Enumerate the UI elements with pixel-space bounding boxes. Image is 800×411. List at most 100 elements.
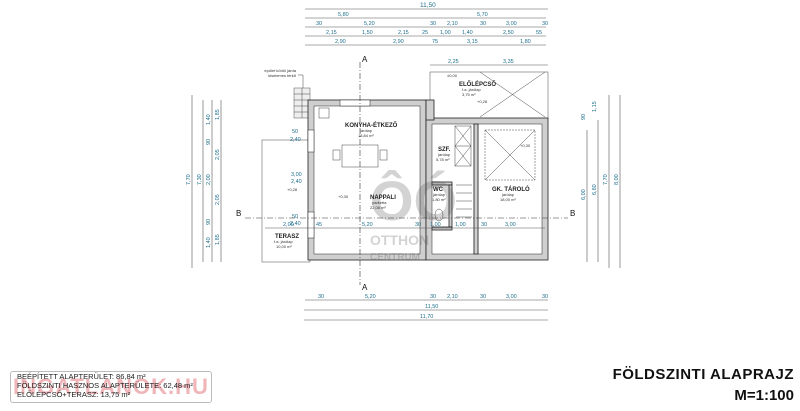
svg-text:6,60: 6,60: [592, 184, 598, 195]
built-area: BEÉPÍTETT ALAPTERÜLET: 86,84 m²: [17, 372, 146, 381]
dim: 30: [430, 21, 436, 27]
svg-text:18,00 m²: 18,00 m²: [500, 197, 516, 202]
dim: 2,15: [398, 30, 409, 36]
svg-text:KONYHA-ÉTKEZŐ: KONYHA-ÉTKEZŐ: [345, 121, 398, 129]
walls: [307, 99, 549, 261]
svg-text:2,40: 2,40: [290, 221, 301, 227]
svg-text:+0,28: +0,28: [477, 99, 488, 104]
dim: 2,50: [503, 30, 514, 36]
svg-text:B: B: [236, 209, 241, 218]
bottom-dimensions: 30 5,20 30 2,10 30 3,00 30 11,50 11,70: [304, 294, 548, 321]
svg-text:+0,30: +0,30: [520, 143, 531, 148]
svg-text:50: 50: [292, 129, 298, 135]
svg-text:járólap: járólap: [359, 128, 373, 133]
svg-text:1,85: 1,85: [215, 109, 221, 120]
svg-text:18,84 m²: 18,84 m²: [358, 133, 374, 138]
svg-text:CENTRUM: CENTRUM: [370, 252, 420, 263]
svg-text:2,00: 2,00: [283, 222, 294, 228]
dim: 2,90: [393, 39, 404, 45]
svg-text:11,70: 11,70: [420, 314, 433, 320]
svg-text:30: 30: [481, 222, 487, 228]
svg-text:1,80 m²: 1,80 m²: [432, 197, 446, 202]
svg-text:90: 90: [206, 139, 212, 145]
svg-text:+0,30: +0,30: [338, 194, 349, 199]
svg-text:1,40: 1,40: [206, 237, 212, 248]
svg-text:1,00: 1,00: [430, 222, 441, 228]
svg-text:45: 45: [316, 222, 322, 228]
dim: 2,90: [335, 39, 346, 45]
svg-text:f.a. járólap: f.a. járólap: [274, 239, 293, 244]
svg-text:50: 50: [292, 214, 298, 220]
svg-text:7,70: 7,70: [186, 174, 192, 185]
right-dimensions: 6,00 6,60 7,70 8,00 1,15 90: [581, 95, 621, 268]
svg-text:1,40: 1,40: [206, 114, 212, 125]
usable-area: FÖLDSZINTI HASZNOS ALAPTERÜLETE: 62,48 m…: [17, 381, 193, 390]
svg-text:2,05: 2,05: [215, 194, 221, 205]
svg-text:11,50: 11,50: [425, 304, 438, 310]
dim: 2,15: [326, 30, 337, 36]
dim: 75: [432, 39, 438, 45]
entry-porch: [429, 71, 549, 121]
watermark: ÔÓ OTTHON CENTRUM: [370, 169, 457, 263]
dim: 1,50: [362, 30, 373, 36]
svg-text:5,78 m²: 5,78 m²: [436, 157, 450, 162]
level-marks: ±0,00 +0,28 +0,30 +0,30 +0,28: [287, 73, 531, 199]
dim: 5,70: [477, 12, 488, 18]
dim: 3,15: [467, 39, 478, 45]
area-summary: INGATLANOK.HU BEÉPÍTETT ALAPTERÜLET: 86,…: [10, 371, 212, 403]
svg-text:30: 30: [415, 222, 421, 228]
svg-text:WC: WC: [433, 187, 444, 193]
svg-text:parketta: parketta: [372, 200, 387, 205]
dim: 1,80: [520, 39, 531, 45]
svg-text:1,85: 1,85: [215, 234, 221, 245]
paving: épület körüli járda kiselemes térkő: [264, 68, 311, 119]
svg-text:f.a. járólap: f.a. járólap: [462, 87, 481, 92]
dim: 55: [536, 30, 542, 36]
svg-text:5,20: 5,20: [365, 294, 376, 300]
svg-text:30: 30: [318, 294, 324, 300]
dim: 30: [480, 21, 486, 27]
svg-text:2,40: 2,40: [290, 137, 301, 143]
svg-text:ÔÓ: ÔÓ: [370, 169, 457, 232]
svg-text:5,20: 5,20: [362, 222, 373, 228]
dim: 25: [422, 30, 428, 36]
dim: 1,40: [462, 30, 473, 36]
svg-text:+0,28: +0,28: [287, 187, 298, 192]
svg-text:A: A: [362, 283, 368, 292]
svg-text:30: 30: [430, 294, 436, 300]
svg-text:30: 30: [480, 294, 486, 300]
dim: 2,10: [447, 21, 458, 27]
svg-text:járólap: járólap: [432, 192, 446, 197]
dim: 3,00: [506, 21, 517, 27]
svg-text:7,30: 7,30: [197, 174, 203, 185]
drawing-title: FÖLDSZINTI ALAPRAJZ M=1:100: [613, 366, 794, 404]
dim: 1,00: [440, 30, 451, 36]
svg-text:22,08 m²: 22,08 m²: [370, 205, 386, 210]
svg-text:2,00: 2,00: [206, 174, 212, 185]
svg-text:B: B: [570, 209, 575, 218]
svg-text:GK. TÁROLÓ: GK. TÁROLÓ: [492, 185, 530, 193]
svg-text:10,00 m²: 10,00 m²: [276, 244, 292, 249]
dim: 30: [542, 21, 548, 27]
top-dimensions: 11,50 5,80 5,70 30 5,20 30 2,10 30 3,00 …: [305, 2, 548, 66]
svg-text:járólap: járólap: [437, 152, 451, 157]
svg-text:3,75 m²: 3,75 m²: [462, 92, 476, 97]
porch-terrace-area: ELŐLÉPCSŐ+TERASZ: 13,75 m²: [17, 390, 131, 399]
svg-text:ELŐLÉPCSŐ: ELŐLÉPCSŐ: [459, 80, 496, 88]
title-scale: M=1:100: [734, 387, 794, 404]
svg-text:1,15: 1,15: [592, 101, 598, 112]
svg-text:TERASZ: TERASZ: [275, 234, 299, 240]
svg-text:NAPPALI: NAPPALI: [370, 195, 396, 201]
room-labels: KONYHA-ÉTKEZŐ járólap 18,84 m² NAPPALI p…: [274, 80, 530, 249]
section-a: A A: [359, 55, 368, 292]
svg-text:6,00: 6,00: [581, 189, 587, 200]
dim: 5,80: [338, 12, 349, 18]
svg-text:2,05: 2,05: [215, 149, 221, 160]
svg-text:7,70: 7,70: [603, 174, 609, 185]
svg-text:járólap: járólap: [501, 192, 515, 197]
section-b: B B: [236, 209, 575, 219]
dim: 5,20: [364, 21, 375, 27]
dim-overall: 11,50: [420, 2, 436, 9]
svg-text:1,00: 1,00: [455, 222, 466, 228]
